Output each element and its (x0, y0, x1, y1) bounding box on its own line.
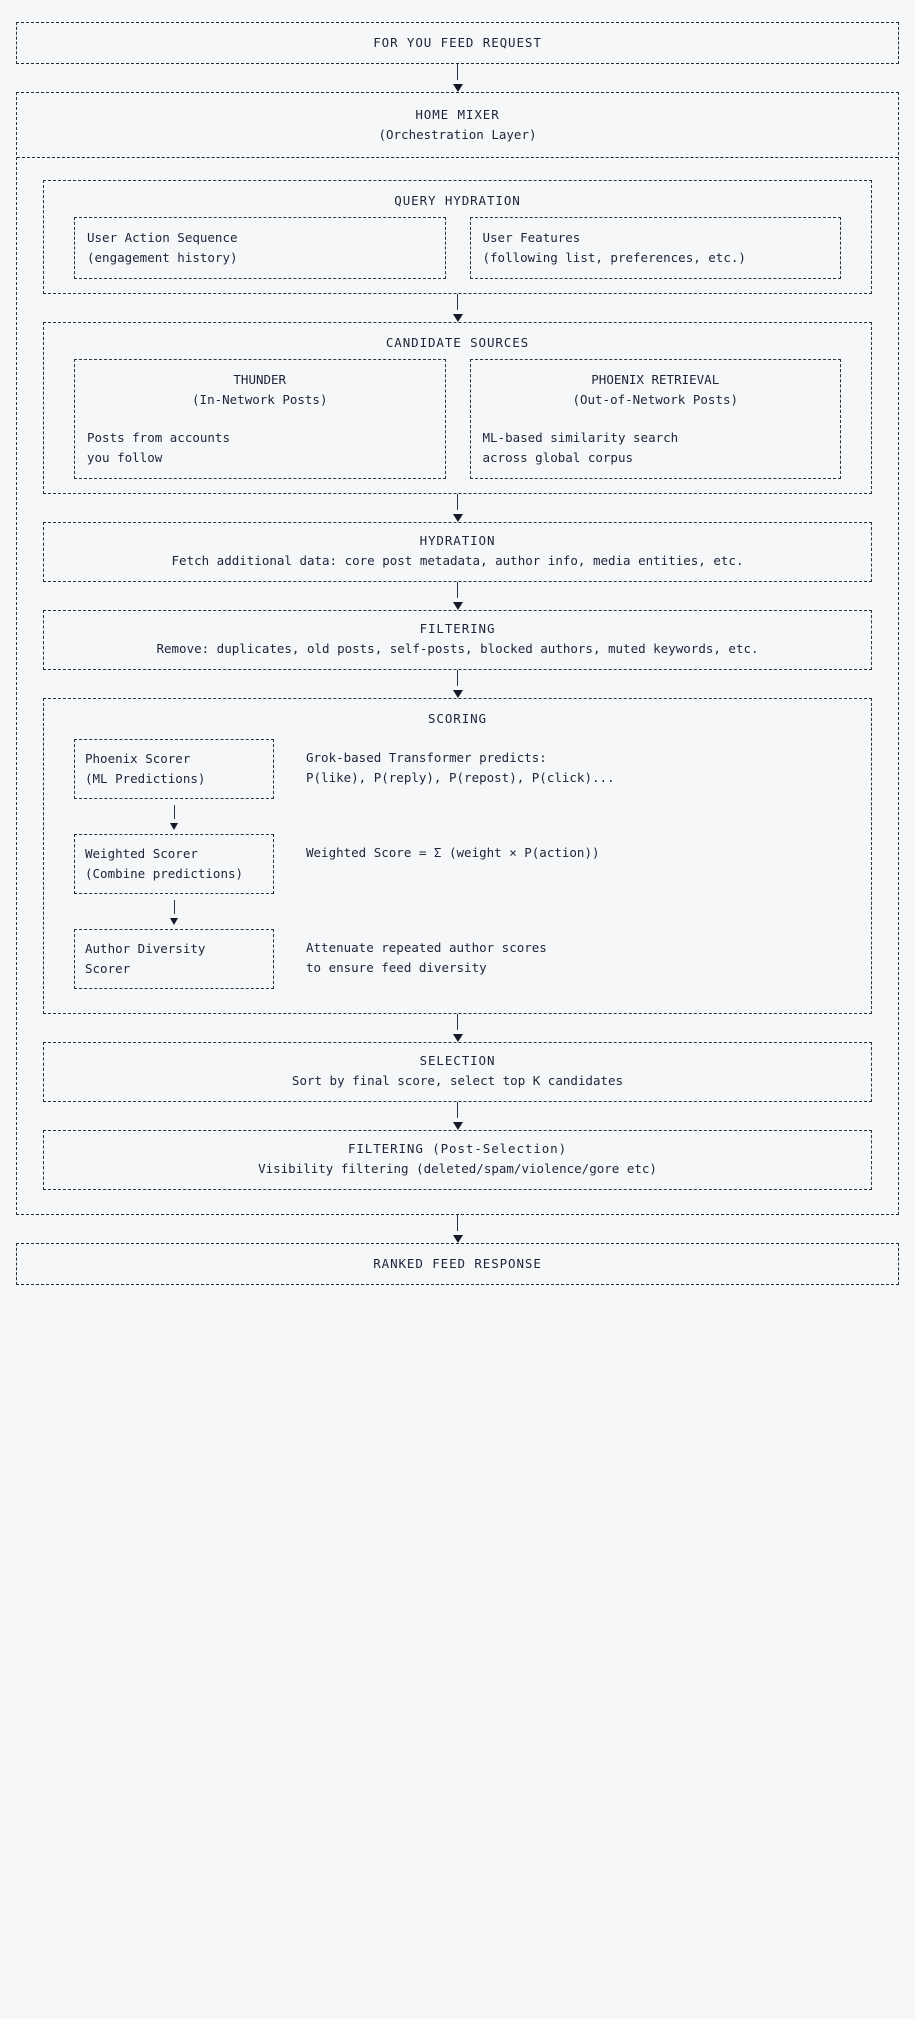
connector-filtering-to-scoring (43, 670, 872, 698)
connector-hydration-to-filtering (43, 582, 872, 610)
scoring-row-author-diversity: Author Diversity Scorer Attenuate repeat… (58, 929, 857, 989)
phoenix-kind: (Out-of-Network Posts) (572, 392, 739, 407)
connector-weighted-to-diversity (74, 894, 274, 929)
node-selection: SELECTION Sort by final score, select to… (43, 1042, 872, 1102)
author-diversity-note-line1: Attenuate repeated author scores (306, 940, 547, 955)
candidate-sources-items: THUNDER (In-Network Posts) Posts from ac… (58, 359, 857, 479)
connector-line (457, 582, 458, 598)
filtering-post-title: FILTERING (Post-Selection) (347, 1141, 568, 1156)
phoenix-desc-line2: across global corpus (482, 450, 634, 465)
user-action-sequence-line1: User Action Sequence (87, 230, 238, 245)
connector-line (457, 494, 458, 510)
connector-line (457, 1215, 458, 1231)
node-phoenix-scorer: Phoenix Scorer (ML Predictions) (74, 739, 274, 799)
thunder-name: THUNDER (233, 372, 287, 387)
weighted-scorer-note-line1: Weighted Score = Σ (weight × P(action)) (306, 845, 600, 860)
connector-line (173, 900, 175, 914)
node-ranked-feed-response: RANKED FEED RESPONSE (16, 1243, 899, 1285)
author-diversity-line2: Scorer (85, 961, 131, 976)
connector-mixer-to-response (16, 1215, 899, 1243)
author-diversity-note-line2: to ensure feed diversity (306, 960, 487, 975)
connector-request-to-mixer (16, 64, 899, 92)
arrow-down-icon (170, 918, 178, 925)
selection-title: SELECTION (419, 1053, 496, 1068)
node-hydration: HYDRATION Fetch additional data: core po… (43, 522, 872, 582)
node-for-you-feed-request: FOR YOU FEED REQUEST (16, 22, 899, 64)
home-mixer-body: QUERY HYDRATION User Action Sequence (en… (17, 158, 898, 1200)
arrow-down-icon (452, 1034, 463, 1042)
user-features-line1: User Features (482, 230, 581, 245)
phoenix-scorer-line1: Phoenix Scorer (85, 751, 191, 766)
weighted-scorer-note: Weighted Score = Σ (weight × P(action)) (306, 834, 600, 863)
phoenix-name: PHOENIX RETRIEVAL (591, 372, 720, 387)
arrow-down-icon (452, 1235, 463, 1243)
ranked-response-label: RANKED FEED RESPONSE (373, 1256, 542, 1271)
arrow-down-icon (452, 84, 463, 92)
arrow-down-icon (170, 823, 178, 830)
selection-desc: Sort by final score, select top K candid… (291, 1073, 624, 1088)
connector-query-to-candidates (43, 294, 872, 322)
home-mixer-subtitle: (Orchestration Layer) (378, 127, 537, 142)
thunder-desc-line1: Posts from accounts (87, 430, 230, 445)
phoenix-scorer-line2: (ML Predictions) (85, 771, 206, 786)
connector-line (457, 1102, 458, 1118)
connector-line (457, 1014, 458, 1030)
connector-selection-to-postfilter (43, 1102, 872, 1130)
connector-line (457, 294, 458, 310)
node-user-features: User Features (following list, preferenc… (469, 217, 841, 279)
phoenix-scorer-note: Grok-based Transformer predicts: P(like)… (306, 739, 615, 788)
node-thunder: THUNDER (In-Network Posts) Posts from ac… (74, 359, 446, 479)
connector-line (457, 670, 458, 686)
filtering-title: FILTERING (419, 621, 496, 636)
query-hydration-items: User Action Sequence (engagement history… (58, 217, 857, 279)
weighted-scorer-line1: Weighted Scorer (85, 846, 198, 861)
weighted-scorer-line2: (Combine predictions) (85, 866, 244, 881)
user-action-sequence-line2: (engagement history) (87, 250, 238, 265)
author-diversity-line1: Author Diversity (85, 941, 206, 956)
node-author-diversity-scorer: Author Diversity Scorer (74, 929, 274, 989)
node-candidate-sources: CANDIDATE SOURCES THUNDER (In-Network Po… (43, 322, 872, 494)
node-weighted-scorer: Weighted Scorer (Combine predictions) (74, 834, 274, 894)
arrow-down-icon (452, 514, 463, 522)
filtering-post-desc: Visibility filtering (deleted/spam/viole… (258, 1161, 657, 1176)
arrow-down-icon (452, 602, 463, 610)
node-phoenix-retrieval: PHOENIX RETRIEVAL (Out-of-Network Posts)… (469, 359, 841, 479)
thunder-desc-line2: you follow (87, 450, 163, 465)
home-mixer-header: HOME MIXER (Orchestration Layer) (17, 93, 898, 158)
connector-line (457, 64, 458, 80)
node-scoring: SCORING Phoenix Scorer (ML Predictions) … (43, 698, 872, 1014)
user-features-line2: (following list, preferences, etc.) (482, 250, 746, 265)
scoring-row-weighted: Weighted Scorer (Combine predictions) We… (58, 834, 857, 894)
query-hydration-title: QUERY HYDRATION (394, 193, 521, 208)
node-filtering: FILTERING Remove: duplicates, old posts,… (43, 610, 872, 670)
scoring-row-phoenix: Phoenix Scorer (ML Predictions) Grok-bas… (58, 739, 857, 799)
thunder-kind: (In-Network Posts) (192, 392, 328, 407)
connector-scoring-to-selection (43, 1014, 872, 1042)
hydration-desc: Fetch additional data: core post metadat… (171, 553, 744, 568)
author-diversity-note: Attenuate repeated author scores to ensu… (306, 929, 547, 978)
phoenix-scorer-note-line1: Grok-based Transformer predicts: (306, 750, 547, 765)
candidate-sources-title: CANDIDATE SOURCES (385, 335, 530, 350)
phoenix-desc-line1: ML-based similarity search (482, 430, 679, 445)
connector-phoenix-to-weighted (74, 799, 274, 834)
scoring-title: SCORING (428, 711, 487, 726)
home-mixer-title: HOME MIXER (415, 107, 500, 122)
node-query-hydration: QUERY HYDRATION User Action Sequence (en… (43, 180, 872, 294)
phoenix-scorer-note-line2: P(like), P(reply), P(repost), P(click)..… (306, 770, 615, 785)
feed-request-label: FOR YOU FEED REQUEST (373, 35, 542, 50)
node-user-action-sequence: User Action Sequence (engagement history… (74, 217, 446, 279)
filtering-desc: Remove: duplicates, old posts, self-post… (156, 641, 759, 656)
hydration-title: HYDRATION (419, 533, 496, 548)
connector-line (173, 805, 175, 819)
node-home-mixer: HOME MIXER (Orchestration Layer) QUERY H… (16, 92, 899, 1215)
connector-candidates-to-hydration (43, 494, 872, 522)
arrow-down-icon (452, 314, 463, 322)
arrow-down-icon (452, 1122, 463, 1130)
node-filtering-post-selection: FILTERING (Post-Selection) Visibility fi… (43, 1130, 872, 1190)
arrow-down-icon (452, 690, 463, 698)
